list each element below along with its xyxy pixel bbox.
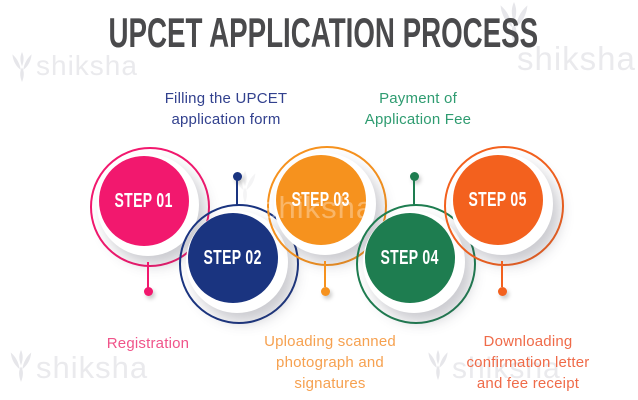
shiksha-bird-icon [10, 52, 34, 82]
shiksha-watermark-text: shiksha [36, 350, 149, 385]
caption-step-01: Registration [106, 335, 190, 352]
step-02-label: STEP 02 [203, 246, 263, 269]
caption-step-05: Downloading confirmation letter and fee … [466, 333, 590, 392]
shiksha-watermark-text: shiksha [517, 40, 636, 77]
step-03-connector-line [324, 261, 326, 287]
caption-step-03: Uploading scanned photograph and signatu… [264, 333, 396, 392]
step-01-connector-dot [144, 287, 153, 296]
step-04-circle: STEP 04 [365, 213, 455, 303]
step-02-connector-dot [233, 172, 242, 181]
step-01-outer-ring [90, 147, 210, 267]
shiksha-watermark-text: shiksha [36, 50, 138, 81]
step-05-connector-dot [498, 287, 507, 296]
step-05-circle: STEP 05 [453, 155, 543, 245]
step-02-circle: STEP 02 [188, 213, 278, 303]
step-03-outer-ring [267, 146, 387, 266]
shiksha-watermark-text: shiksha [452, 352, 561, 385]
step-05-label: STEP 05 [468, 188, 528, 211]
shiksha-bird-icon [426, 350, 450, 380]
shiksha-watermark-text: shiksha [262, 190, 375, 225]
page-title: UPCET APPLICATION PROCESS [108, 9, 539, 56]
shiksha-bird-icon [8, 350, 34, 382]
step-01-connector-line [147, 262, 149, 288]
step-04-connector-dot [410, 172, 419, 181]
step-04-connector-line [413, 180, 415, 205]
caption-step-02: Filling the UPCET application form [164, 90, 288, 128]
step-04-label: STEP 04 [380, 246, 440, 269]
step-03-circle: STEP 03 [276, 155, 366, 245]
step-03-connector-dot [321, 287, 330, 296]
step-02-connector-line [236, 180, 238, 205]
step-05-outer-ring [444, 146, 564, 266]
step-03-label: STEP 03 [291, 188, 351, 211]
step-01-circle: STEP 01 [99, 156, 189, 246]
caption-step-04: Payment of Application Fee [364, 90, 472, 128]
step-04-outer-ring [356, 204, 476, 324]
step-02-outer-ring [179, 204, 299, 324]
step-05-connector-line [501, 261, 503, 287]
step-01-label: STEP 01 [114, 189, 174, 212]
